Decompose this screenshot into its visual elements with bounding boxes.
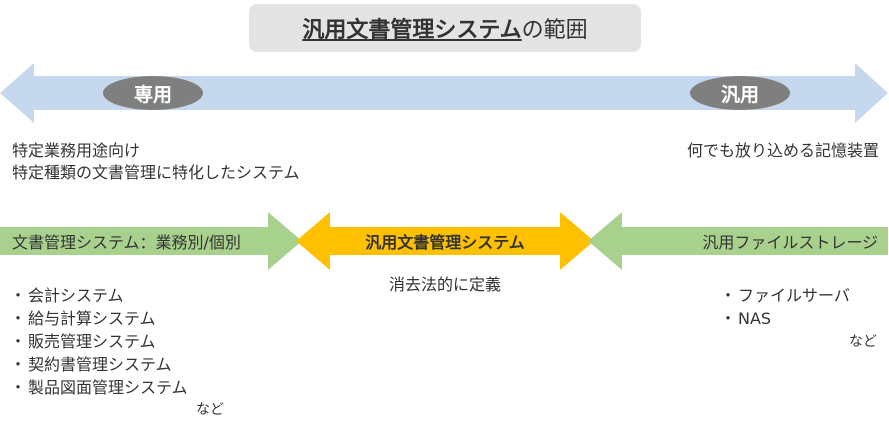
band-left-arrow — [0, 212, 302, 270]
list-item: NAS — [722, 307, 850, 330]
band-right-label: 汎用ファイルストレージ — [702, 233, 878, 252]
pill-general — [690, 76, 790, 110]
left-description-line: 特定種類の文書管理に特化したシステム — [12, 163, 300, 182]
title-suffix: の範囲 — [521, 18, 588, 43]
title-main: 汎用文書管理システム — [302, 18, 522, 43]
pill-dedicated — [103, 76, 203, 110]
list-item: ファイルサーバ — [722, 284, 850, 307]
left-description-line: 特定業務用途向け — [12, 141, 141, 160]
band-left-label: 文書管理システム：業務別/個別 — [12, 233, 241, 252]
list-item: 販売管理システム — [12, 330, 188, 353]
list-item: 契約書管理システム — [12, 353, 188, 376]
scale-double-arrow — [0, 63, 888, 123]
right-storage-list: ファイルサーバ NAS — [722, 284, 850, 330]
center-note: 消去法的に定義 — [388, 275, 501, 294]
list-item: 製品図面管理システム — [12, 376, 188, 399]
list-item: 給与計算システム — [12, 307, 188, 330]
band-center-arrow — [296, 212, 594, 270]
right-description: 何でも放り込める記憶装置 — [686, 141, 879, 160]
left-description: 特定業務用途向け 特定種類の文書管理に特化したシステム — [12, 140, 300, 184]
left-list-etc: など — [196, 402, 224, 418]
band-right-arrow — [588, 212, 888, 270]
band-center-label: 汎用文書管理システム — [365, 233, 525, 252]
label-general: 汎用 — [720, 83, 759, 106]
left-system-list: 会計システム 給与計算システム 販売管理システム 契約書管理システム 製品図面管… — [12, 284, 188, 399]
right-list-etc: など — [849, 334, 877, 350]
diagram-title: 汎用文書管理システムの範囲 — [249, 4, 641, 52]
label-dedicated: 専用 — [133, 83, 172, 106]
list-item: 会計システム — [12, 284, 188, 307]
